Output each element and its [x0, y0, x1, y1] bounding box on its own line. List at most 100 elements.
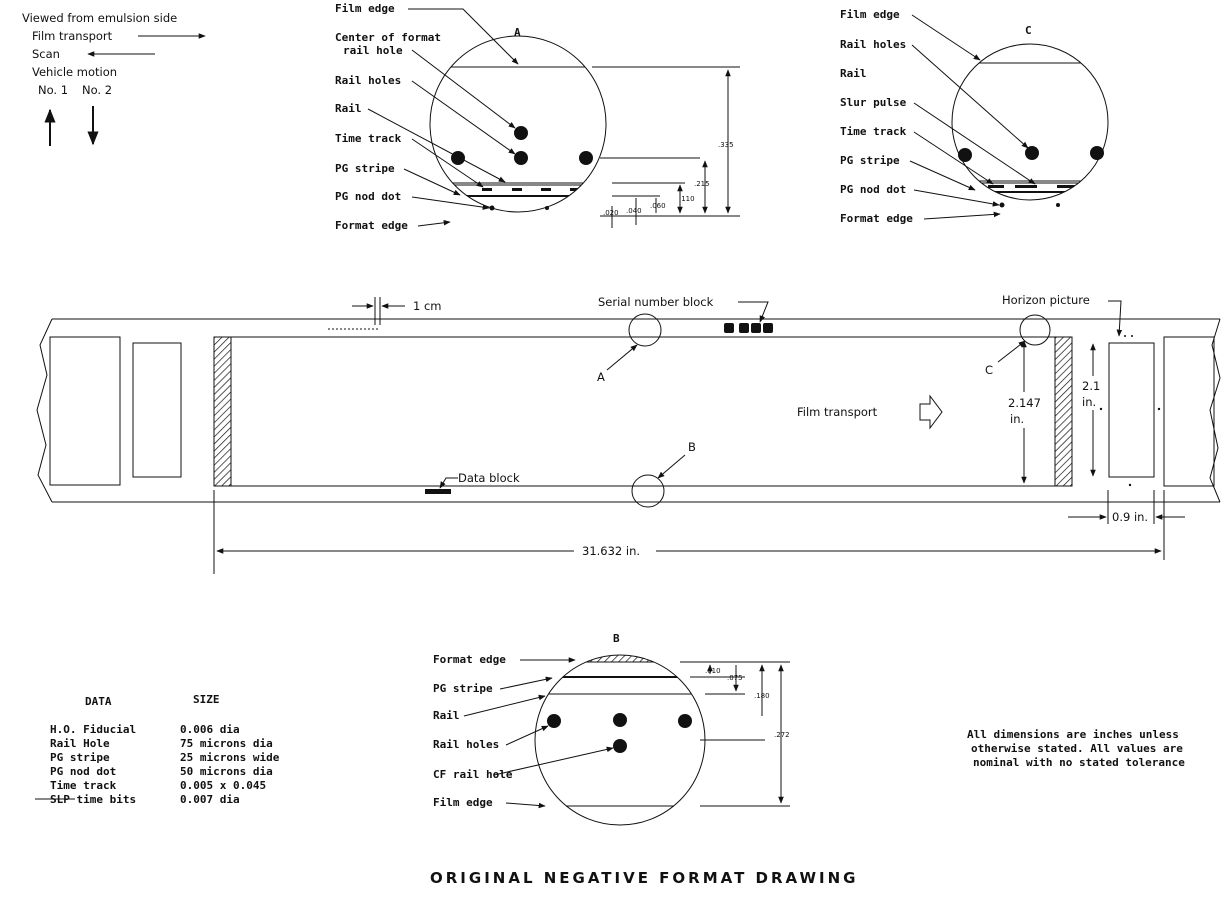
legend: Viewed from emulsion side Film transport… [22, 11, 206, 146]
detail-a-rail-hole [451, 151, 465, 165]
data-block [425, 489, 451, 494]
detail-c-label-pg-nod-dot: PG nod dot [840, 183, 906, 196]
detail-a-dim-335: .335 [718, 141, 734, 149]
drawing-title: ORIGINAL NEGATIVE FORMAT DRAWING [430, 869, 858, 887]
main-frame [213, 336, 1073, 487]
table-row-data: H.O. Fiducial [50, 723, 136, 736]
detail-b-label-rail: Rail [433, 709, 460, 722]
legend-film-transport: Film transport [32, 29, 113, 43]
legend-scan: Scan [32, 47, 60, 61]
data-block-label: Data block [458, 471, 520, 485]
detail-b-letter: B [613, 632, 620, 645]
serial-number-block: Serial number block [598, 295, 773, 333]
detail-b-label-film-edge: Film edge [433, 796, 493, 809]
marker-b-label: B [688, 440, 696, 454]
detail-b-dim-075: .075 [727, 674, 743, 682]
detail-b-label-format-edge: Format edge [433, 653, 506, 666]
detail-a-dim-020: .020 [603, 209, 619, 217]
detail-c-label-time-track: Time track [840, 125, 907, 138]
serial-block-label: Serial number block [598, 295, 714, 309]
detail-b-dim-010: .010 [705, 667, 721, 675]
detail-c-label-pg-stripe: PG stripe [840, 154, 900, 167]
marker-a-label: A [597, 370, 605, 384]
detail-a-label-rail-holes: Rail holes [335, 74, 401, 87]
table-row-size: 0.005 x 0.045 [180, 779, 266, 792]
detail-c-rail-hole [1090, 146, 1104, 160]
detail-a-dim-040: .040 [626, 207, 642, 215]
detail-a-label-film-edge: Film edge [335, 2, 395, 15]
frame-height-value: 2.147 [1008, 396, 1041, 410]
detail-a-label-rail-hole: rail hole [343, 44, 403, 57]
marker-a-circle [628, 313, 662, 347]
film-right-break [1209, 318, 1221, 503]
detail-c-pg-nod-dot [999, 202, 1005, 208]
marker-b-circle [631, 474, 665, 508]
detail-a-time-track [450, 188, 580, 191]
frame-right-hatch [1054, 336, 1073, 487]
detail-b-dim-180: .180 [754, 692, 770, 700]
detail-b-rail-hole [678, 714, 692, 728]
legend-no2: No. 2 [82, 83, 112, 97]
previous-frame [49, 336, 121, 486]
detail-a-label-time-track: Time track [335, 132, 402, 145]
table-row-size: 75 microns dia [180, 737, 273, 750]
film-transport-arrow-icon [919, 394, 943, 430]
table-row-size: 25 microns wide [180, 751, 280, 764]
marker-c-circle [1019, 314, 1051, 346]
table-row-data: Rail Hole [50, 737, 110, 750]
strip-film-transport-label: Film transport [797, 405, 878, 419]
table-header-data: DATA [85, 695, 112, 708]
detail-a-dim-215: .215 [694, 180, 710, 188]
horizon-picture-label: Horizon picture [1002, 293, 1090, 307]
one-cm-marker: 1 cm [328, 297, 442, 330]
horizon-width-dimension: 0.9 in. [1112, 510, 1148, 524]
detail-a-dimensions: .335 .215 .110 .060 .040 .020 [592, 66, 740, 228]
detail-a-label-center: Center of format [335, 31, 441, 44]
table-row-data: Time track [50, 779, 117, 792]
detail-a-rail-hole [514, 151, 528, 165]
detail-b-label-pg-stripe: PG stripe [433, 682, 493, 695]
table-row-size: 0.007 dia [180, 793, 240, 806]
marker-c-label: C [985, 363, 993, 377]
frame-height-unit: in. [1010, 412, 1024, 426]
detail-b-rail-hole [547, 714, 561, 728]
note-line: All dimensions are inches unless [967, 728, 1179, 741]
legend-viewed-from: Viewed from emulsion side [22, 11, 177, 25]
detail-a-pg-nod-dot [489, 205, 495, 211]
detail-b-rail-hole [613, 713, 627, 727]
detail-a-format-edge [440, 214, 600, 228]
detail-b-label-cf-rail-hole: CF rail hole [433, 768, 513, 781]
length-value: 31.632 in. [582, 544, 640, 558]
legend-no1: No. 1 [38, 83, 68, 97]
detail-c-rail-hole [958, 148, 972, 162]
detail-c-circle [951, 43, 1109, 201]
detail-a-rail-hole [579, 151, 593, 165]
detail-b-cf-rail-hole [613, 739, 627, 753]
one-cm-label: 1 cm [413, 299, 442, 313]
detail-c-label-rail-holes: Rail holes [840, 38, 906, 51]
table-row-size: 50 microns dia [180, 765, 273, 778]
detail-c-format-edge [990, 206, 1060, 218]
detail-c-label-slur-pulse: Slur pulse [840, 96, 907, 109]
horizon-picture-frame [1108, 342, 1155, 478]
detail-a-label-pg-nod-dot: PG nod dot [335, 190, 401, 203]
film-strip: 1 cm Serial number block A B C Horizon p… [36, 293, 1221, 574]
horizon-height-unit: in. [1082, 395, 1096, 409]
detail-b: B Format edge PG stripe Rail Rail holes … [433, 632, 790, 826]
table-row-data: SLP time bits [50, 793, 136, 806]
table-row-data: PG stripe [50, 751, 110, 764]
detail-c-letter: C [1025, 24, 1032, 37]
detail-a-circle [429, 35, 607, 213]
dimension-note: All dimensions are inches unless otherwi… [967, 728, 1185, 769]
detail-a-label-format-edge: Format edge [335, 219, 408, 232]
detail-c-label-film-edge: Film edge [840, 8, 900, 21]
previous-horizon-picture [132, 342, 182, 478]
detail-b-dimensions: .010 .075 .180 .272 [680, 661, 790, 807]
detail-c-label-rail: Rail [840, 67, 867, 80]
horizon-height-value: 2.1 [1082, 379, 1100, 393]
data-size-table: DATA SIZE H.O. Fiducial 0.006 dia Rail H… [35, 693, 280, 806]
next-frame [1163, 336, 1215, 487]
table-header-size: SIZE [193, 693, 220, 706]
table-row-size: 0.006 dia [180, 723, 240, 736]
